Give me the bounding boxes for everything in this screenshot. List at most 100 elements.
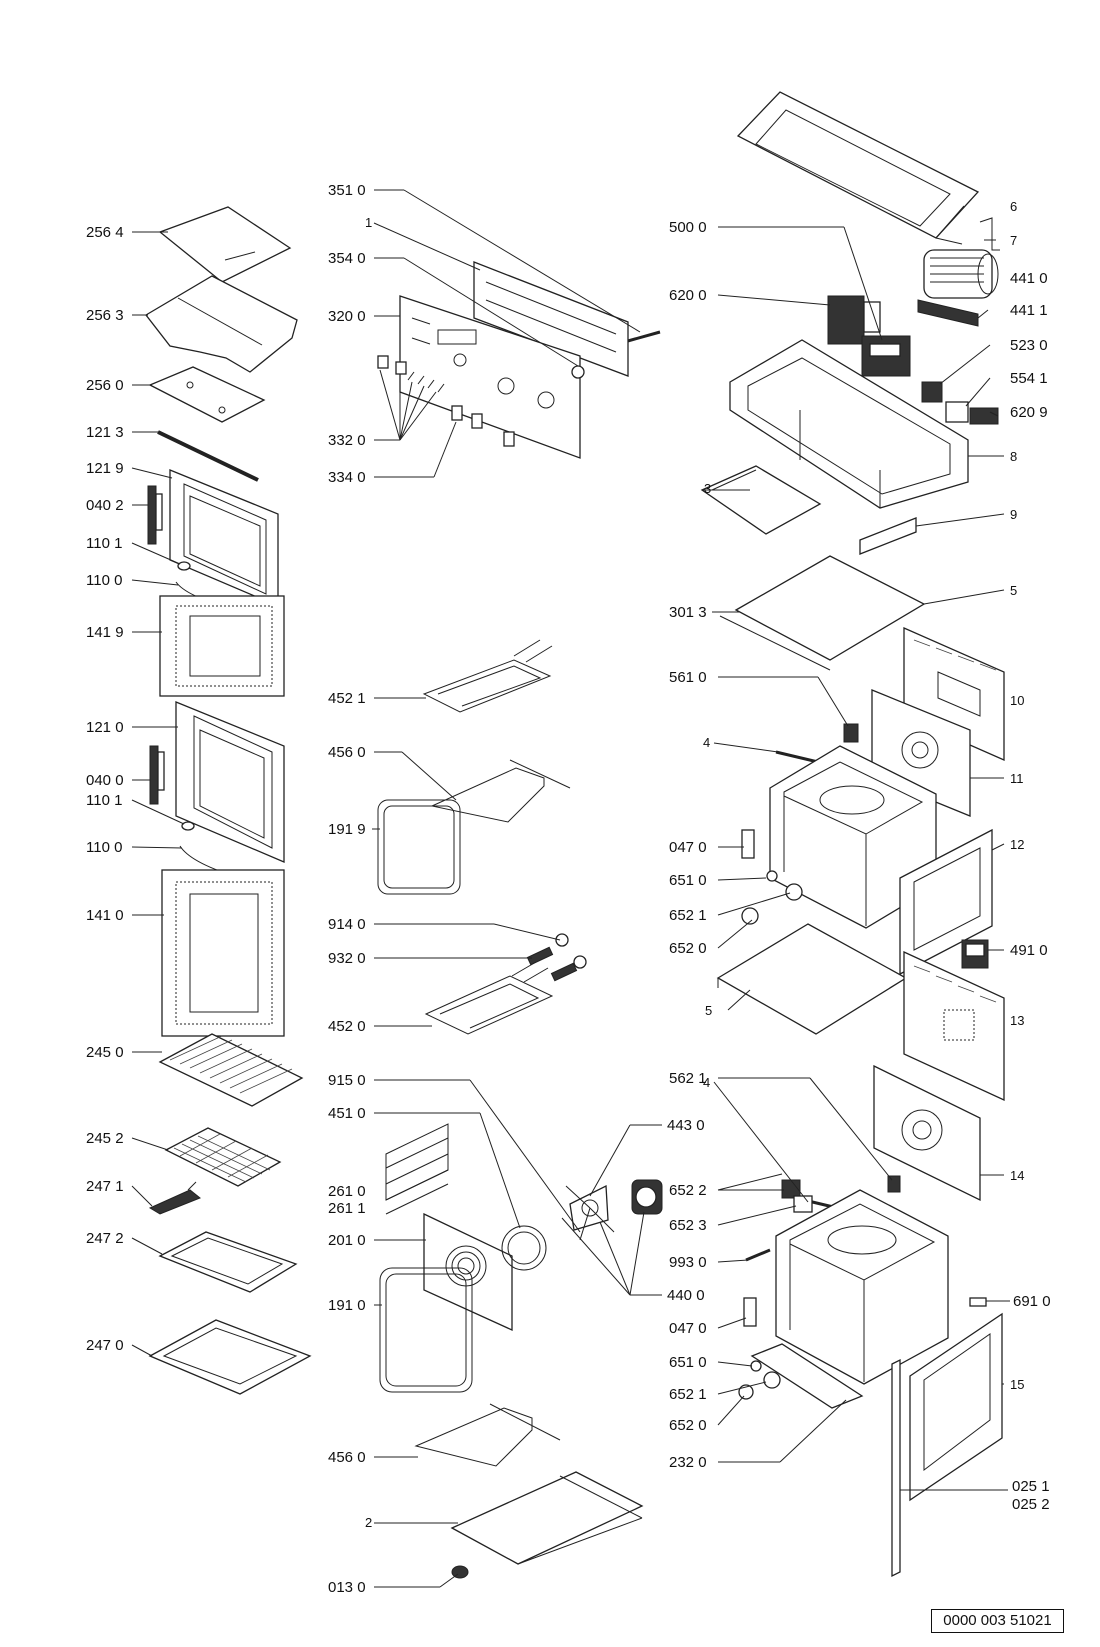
label-9140: 914 0 (328, 916, 366, 933)
label-9320: 932 0 (328, 950, 366, 967)
part-bracket-0470a (741, 829, 755, 859)
label-2472: 247 2 (86, 1230, 124, 1247)
part-lamp-6521b (763, 1371, 781, 1389)
part-strip-4a (775, 750, 819, 764)
label-6510a: 651 0 (669, 872, 707, 889)
label-9150: 915 0 (328, 1072, 366, 1089)
part-cavity-lower (775, 1189, 949, 1385)
label-7: 7 (1010, 233, 1017, 248)
part-door-inner-1219 (169, 469, 279, 607)
label-0252: 025 2 (1012, 1496, 1050, 1513)
part-thermostat-5541 (945, 401, 969, 423)
label-6209: 620 9 (1010, 404, 1048, 421)
part-spring-9320 (526, 946, 578, 982)
label-3320: 332 0 (328, 432, 366, 449)
label-4410: 441 0 (1010, 270, 1048, 287)
part-handle-block-1101a (177, 561, 191, 571)
part-rail-2320 (750, 1343, 864, 1409)
part-lamp-6523 (793, 1195, 813, 1213)
labels-left: 256 4 256 3 256 0 121 3 121 9 040 2 110 … (86, 224, 124, 1354)
part-bracket-7 (979, 217, 1000, 251)
label-0470b: 047 0 (669, 1320, 707, 1337)
label-4510: 451 0 (328, 1105, 366, 1122)
label-5b: 5 (705, 1003, 712, 1018)
label-4a: 4 (703, 735, 710, 750)
label-4400: 440 0 (667, 1287, 705, 1304)
part-door-glass-1410 (161, 869, 285, 1037)
part-base-5a (719, 555, 926, 671)
part-timer-6200 (827, 295, 881, 345)
part-lamp-6510b (750, 1360, 762, 1372)
label-15: 15 (1010, 1377, 1024, 1392)
part-nut-9140 (555, 933, 587, 969)
label-13: 13 (1010, 1013, 1024, 1028)
label-9: 9 (1010, 507, 1017, 522)
part-door-glass-1419 (159, 595, 285, 697)
part-grill-rack-2452 (164, 1127, 282, 1187)
label-2471: 247 1 (86, 1178, 124, 1195)
part-lamp-6510a (766, 870, 778, 882)
part-bottom-plate-2 (450, 1471, 644, 1565)
label-2: 2 (365, 1515, 372, 1530)
part-element-4560a (430, 759, 571, 823)
part-door-frame-12 (899, 828, 993, 976)
part-tray-2472 (158, 1231, 298, 1293)
label-2563: 256 3 (86, 307, 124, 324)
part-tray-2470 (148, 1319, 312, 1395)
label-6520a: 652 0 (669, 940, 707, 957)
label-3013: 301 3 (669, 604, 707, 621)
label-2564: 256 4 (86, 224, 124, 241)
part-shelf-2563 (145, 275, 298, 373)
label-2450: 245 0 (86, 1044, 124, 1061)
part-side-rack-2610 (385, 1123, 449, 1215)
part-housing-8 (729, 339, 969, 509)
labels-middle: 351 0 1 354 0 320 0 332 0 334 0 452 1 45… (328, 182, 705, 1596)
label-5000: 500 0 (669, 219, 707, 236)
label-4521: 452 1 (328, 690, 366, 707)
label-6521a: 652 1 (669, 907, 707, 924)
labels-right-edge: 6 7 441 0 441 1 523 0 554 1 620 9 8 9 5 … (1010, 199, 1051, 1513)
label-1419: 141 9 (86, 624, 124, 641)
part-cavity-upper (769, 745, 937, 929)
label-1101a: 110 1 (86, 535, 122, 552)
part-door-seal-0251 (891, 1358, 901, 1578)
part-tray-3 (700, 465, 822, 535)
part-strip-1213 (157, 430, 259, 482)
part-fan-blade-4430 (565, 1184, 615, 1241)
part-plate-2560 (148, 366, 266, 423)
label-1213: 121 3 (86, 424, 124, 441)
part-lamp-5621 (887, 1175, 901, 1193)
part-grill-element-4521 (422, 639, 553, 713)
label-1100b: 110 0 (86, 839, 122, 856)
part-control-panel-3200 (399, 295, 581, 459)
label-4b: 4 (703, 1075, 710, 1090)
part-screw-9930 (745, 1248, 771, 1262)
label-2611: 261 1 (328, 1200, 366, 1217)
part-knob-3540 (571, 365, 585, 379)
part-module-5000 (861, 335, 911, 377)
label-2452: 245 2 (86, 1130, 124, 1147)
part-terminal-4411 (917, 299, 979, 327)
part-handle-block-1101b (181, 821, 195, 831)
label-2560: 256 0 (86, 377, 124, 394)
part-fan-motor-4410 (923, 249, 999, 299)
label-2470: 247 0 (86, 1337, 124, 1354)
part-rack-2450 (158, 1033, 304, 1107)
label-3: 3 (704, 481, 711, 496)
label-3200: 320 0 (328, 308, 366, 325)
label-1219: 121 9 (86, 460, 124, 477)
label-1101b: 110 1 (86, 792, 122, 809)
label-0251: 025 1 (1012, 1478, 1050, 1495)
label-5541: 554 1 (1010, 370, 1048, 387)
part-bracket-9 (859, 517, 917, 555)
label-10: 10 (1010, 693, 1024, 708)
label-1410: 141 0 (86, 907, 124, 924)
label-4430: 443 0 (667, 1117, 705, 1134)
label-4910: 491 0 (1010, 942, 1048, 959)
label-5a: 5 (1010, 583, 1017, 598)
label-2010: 201 0 (328, 1232, 366, 1249)
label-9930: 993 0 (669, 1254, 707, 1271)
part-seal-1919 (377, 799, 461, 895)
